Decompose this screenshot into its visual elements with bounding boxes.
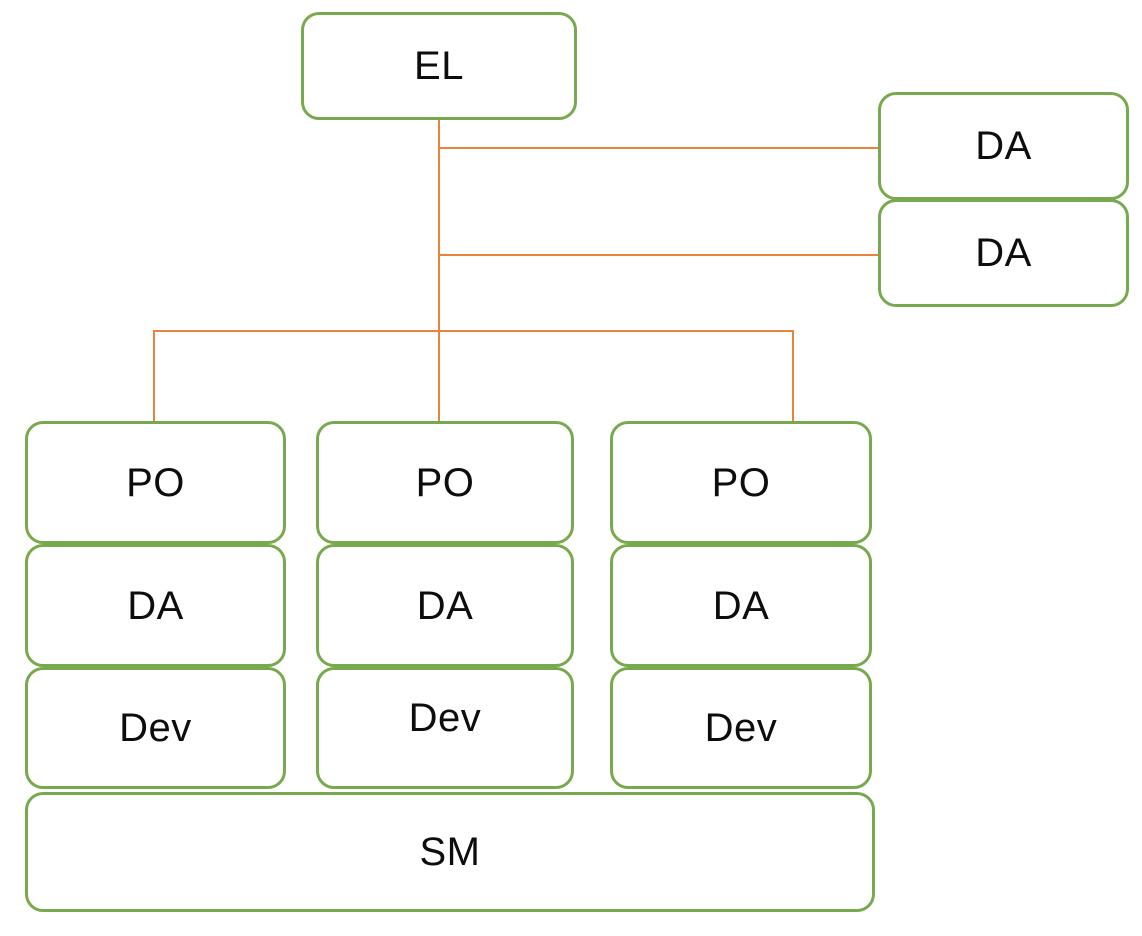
node-sm: SM [25,792,875,912]
node-po-team-1: PO [25,421,286,544]
node-da-team-1-label: DA [127,583,184,628]
connector-el-to-side-da-1 [439,147,879,149]
connector-drop-team-3 [792,330,794,422]
node-dev-team-3: Dev [610,667,872,789]
node-da-team-2-label: DA [416,583,474,628]
node-side-da-1-label: DA [975,124,1032,168]
node-da-team-3: DA [610,544,872,667]
connector-el-trunk [438,120,440,422]
node-side-da-2-label: DA [975,231,1032,275]
node-dev-team-2-label: Dev [408,696,482,740]
node-da-team-1: DA [25,544,286,667]
node-side-da-2: DA [878,199,1129,307]
connector-branch-horizontal [153,330,794,332]
node-el-label: EL [414,44,464,88]
node-da-team-3-label: DA [712,583,770,628]
node-dev-team-3-label: Dev [704,706,778,750]
node-po-team-3-label: PO [711,460,771,505]
node-side-da-1: DA [878,92,1129,200]
node-da-team-2: DA [316,544,574,667]
node-po-team-1-label: PO [126,460,185,505]
connector-el-to-side-da-2 [439,254,879,256]
node-po-team-2: PO [316,421,574,544]
node-dev-team-2: Dev [316,667,574,789]
node-sm-label: SM [419,830,481,874]
node-el: EL [301,12,577,120]
connector-drop-team-1 [153,330,155,422]
node-dev-team-1-label: Dev [119,706,192,750]
node-dev-team-1: Dev [25,667,286,789]
node-po-team-3: PO [610,421,872,544]
node-po-team-2-label: PO [415,460,475,505]
